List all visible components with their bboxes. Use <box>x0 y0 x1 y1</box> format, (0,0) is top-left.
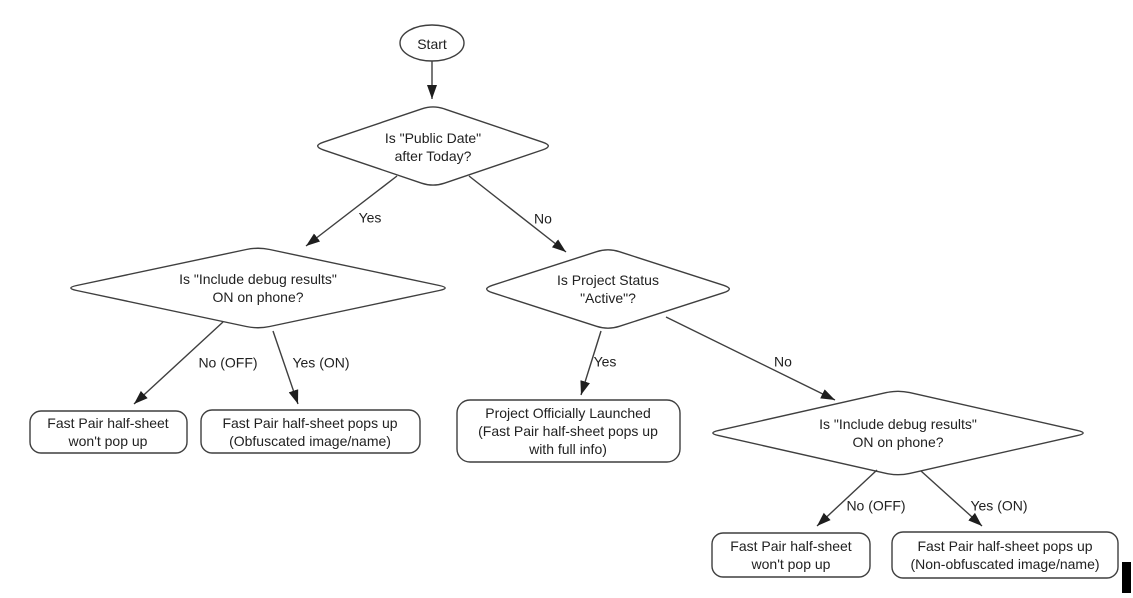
node-label-line: won't pop up <box>751 556 831 572</box>
node-label-line: Is "Include debug results" <box>819 416 977 432</box>
node-label-line: (Non-obfuscated image/name) <box>910 556 1100 572</box>
node-label-line: with full info) <box>529 441 607 457</box>
node-label-line: Fast Pair half-sheet <box>47 415 169 431</box>
outcome-no-popup-right-label: Fast Pair half-sheet won't pop up <box>730 537 851 573</box>
text-caret <box>1122 562 1131 593</box>
edge-label-no-2: No <box>774 353 792 370</box>
outcome-obfuscated-shape <box>200 409 421 454</box>
edge-label-yes-2: Yes <box>593 353 617 370</box>
outcome-no-popup-left-label: Fast Pair half-sheet won't pop up <box>47 414 168 450</box>
edge-label-yes-on-2: Yes (ON) <box>970 497 1028 514</box>
node-label-line: Is "Include debug results" <box>179 271 337 287</box>
arrow-yes-on-to-non-obfuscated <box>920 470 983 527</box>
node-label-line: Fast Pair half-sheet <box>730 538 852 554</box>
edge-label-no-off-2: No (OFF) <box>846 497 906 514</box>
node-label-line: ON on phone? <box>212 289 304 305</box>
edge-label-no-1: No <box>534 210 552 227</box>
arrow-yes-to-launched <box>580 330 602 396</box>
node-label-line: Fast Pair half-sheet pops up <box>222 415 398 431</box>
decision-project-status-shape <box>486 249 731 329</box>
edge-label-yes-1: Yes <box>358 209 382 226</box>
node-label-line: Fast Pair half-sheet pops up <box>917 538 1093 554</box>
outcome-non-obfuscated-shape <box>891 531 1119 579</box>
decision-debug-left-label: Is "Include debug results" ON on phone? <box>179 270 337 306</box>
node-label-line: won't pop up <box>68 433 148 449</box>
decision-debug-left-shape <box>70 247 446 329</box>
arrow-no-off-to-no-popup-left <box>133 321 224 405</box>
node-label-line: (Fast Pair half-sheet pops up <box>478 423 658 439</box>
decision-debug-right-label: Is "Include debug results" ON on phone? <box>819 415 977 451</box>
start-node-label: Start <box>417 36 447 52</box>
outcome-launched-label: Project Officially Launched (Fast Pair h… <box>478 404 658 458</box>
decision-debug-right-shape <box>712 390 1084 476</box>
decision-project-status-label: Is Project Status "Active"? <box>557 271 659 307</box>
arrow-yes-on-to-obfuscated <box>272 330 299 405</box>
outcome-no-popup-right-shape <box>711 532 871 578</box>
decision-public-date-shape <box>317 106 550 186</box>
decision-public-date-label: Is "Public Date" after Today? <box>385 129 481 165</box>
node-label-line: ON on phone? <box>852 434 944 450</box>
arrow-no-to-project-status <box>468 175 567 253</box>
outcome-obfuscated-label: Fast Pair half-sheet pops up (Obfuscated… <box>222 414 397 450</box>
node-label-line: Is Project Status <box>557 272 659 288</box>
outcome-launched-shape <box>456 399 681 463</box>
node-label-line: (Obfuscated image/name) <box>229 433 391 449</box>
arrow-no-off-to-no-popup-right <box>816 469 878 527</box>
node-label-line: Is "Public Date" <box>384 130 482 146</box>
node-label-line: after Today? <box>394 148 472 164</box>
node-label-line: "Active"? <box>580 290 636 306</box>
arrow-yes-to-debug-left <box>305 175 398 247</box>
arrow-no-to-debug-right <box>665 316 836 401</box>
edge-label-no-off-1: No (OFF) <box>198 354 258 371</box>
edge-label-yes-on-1: Yes (ON) <box>292 354 350 371</box>
node-label-line: Project Officially Launched <box>485 405 651 421</box>
outcome-non-obfuscated-label: Fast Pair half-sheet pops up (Non-obfusc… <box>910 537 1099 573</box>
outcome-no-popup-left-shape <box>29 410 188 454</box>
